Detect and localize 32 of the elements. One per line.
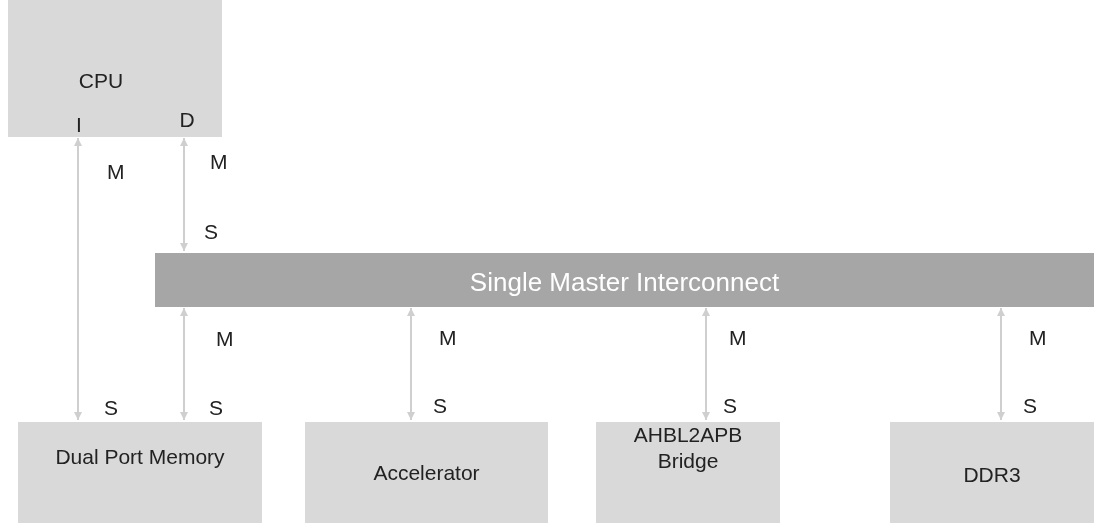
port-role-label: S: [433, 394, 447, 418]
bidirectional-arrow: [74, 137, 82, 421]
cpu-block: [8, 0, 222, 137]
block-title: DDR3: [962, 462, 1022, 488]
block-title: Dual Port Memory: [54, 444, 226, 470]
block-title: Accelerator: [372, 460, 481, 486]
accelerator-block: [305, 422, 548, 523]
port-label: I: [75, 112, 83, 138]
interconnect-bar: [155, 253, 1094, 307]
port-role-label: M: [107, 160, 125, 184]
port-role-label: M: [439, 326, 457, 350]
port-role-label: M: [216, 327, 234, 351]
port-role-label: M: [210, 150, 228, 174]
port-role-label: S: [104, 396, 118, 420]
memory-block: [18, 422, 262, 523]
bidirectional-arrow: [180, 137, 188, 252]
ddr3-block: [890, 422, 1094, 523]
port-role-label: M: [729, 326, 747, 350]
port-label: D: [178, 107, 196, 133]
port-role-label: S: [1023, 394, 1037, 418]
port-role-label: S: [723, 394, 737, 418]
block-title: Single Master Interconnect: [468, 266, 781, 299]
port-role-label: M: [1029, 326, 1047, 350]
bidirectional-arrow: [180, 307, 188, 421]
bridge-block: [596, 422, 780, 523]
bidirectional-arrow: [702, 307, 710, 421]
bidirectional-arrow: [407, 307, 415, 421]
bidirectional-arrow: [997, 307, 1005, 421]
block-title: CPU: [77, 68, 125, 94]
port-role-label: S: [204, 220, 218, 244]
port-role-label: S: [209, 396, 223, 420]
block-title: AHBL2APB Bridge: [632, 422, 744, 475]
